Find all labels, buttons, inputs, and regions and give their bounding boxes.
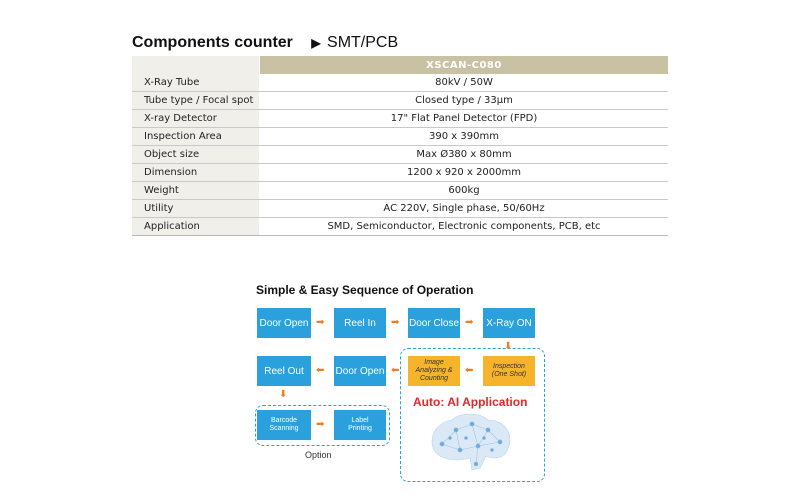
step-image-analyzing: Image Analyzing & Counting: [408, 356, 460, 386]
spec-value: SMD, Semiconductor, Electronic component…: [259, 217, 668, 236]
spec-header-row: XSCAN-C080: [132, 56, 668, 74]
spec-label: Object size: [132, 145, 260, 164]
spec-header-blank: [132, 56, 260, 74]
step-reel-out: Reel Out: [257, 356, 311, 386]
step-reel-in: Reel In: [334, 308, 386, 338]
arrow-down-icon: ⬇: [279, 389, 288, 400]
brain-network-icon: [431, 413, 511, 471]
arrow-right-icon: ➡: [465, 317, 474, 328]
play-arrow-icon: ▶: [311, 36, 321, 50]
step-door-open: Door Open: [257, 308, 311, 338]
spec-model-name: XSCAN-C080: [259, 56, 668, 74]
spec-label: Utility: [132, 199, 260, 218]
step-xray-on: X-Ray ON: [483, 308, 535, 338]
step-door-close: Door Close: [408, 308, 460, 338]
spec-value: Max Ø380 x 80mm: [259, 145, 668, 164]
spec-value: 390 x 390mm: [259, 127, 668, 146]
option-label: Option: [305, 450, 332, 460]
arrow-down-icon: ⬇: [504, 341, 513, 352]
option-group-frame: [255, 405, 390, 446]
arrow-left-icon: ⬅: [391, 365, 400, 376]
step-barcode-scanning: Barcode Scanning: [257, 410, 311, 440]
spec-value: 600kg: [259, 181, 668, 200]
title-text: Components counter: [132, 34, 293, 51]
spec-label: X-ray Detector: [132, 109, 260, 128]
spec-label: Application: [132, 217, 260, 236]
step-label-printing: Label Printing: [334, 410, 386, 440]
sequence-title: Simple & Easy Sequence of Operation: [256, 283, 474, 297]
spec-value: AC 220V, Single phase, 50/60Hz: [259, 199, 668, 218]
arrow-left-icon: ⬅: [465, 365, 474, 376]
spec-value: 1200 x 920 x 2000mm: [259, 163, 668, 182]
title-subtitle: SMT/PCB: [327, 34, 399, 51]
arrow-left-icon: ⬅: [316, 365, 325, 376]
spec-label: X-Ray Tube: [132, 74, 260, 92]
arrow-right-icon: ➡: [316, 419, 325, 430]
step-inspection: Inspection (One Shot): [483, 356, 535, 386]
ai-group-frame: [400, 348, 545, 482]
spec-value: 17" Flat Panel Detector (FPD): [259, 109, 668, 128]
step-door-open-2: Door Open: [334, 356, 386, 386]
ai-application-label: Auto: AI Application: [413, 395, 528, 409]
spec-label: Dimension: [132, 163, 260, 182]
spec-label: Inspection Area: [132, 127, 260, 146]
spec-label: Weight: [132, 181, 260, 200]
spec-label: Tube type / Focal spot: [132, 91, 260, 110]
arrow-right-icon: ➡: [391, 317, 400, 328]
spec-value: 80kV / 50W: [259, 74, 668, 92]
spec-value: Closed type / 33μm: [259, 91, 668, 110]
page-title: Components counter ▶ SMT/PCB: [132, 34, 398, 52]
arrow-right-icon: ➡: [316, 317, 325, 328]
